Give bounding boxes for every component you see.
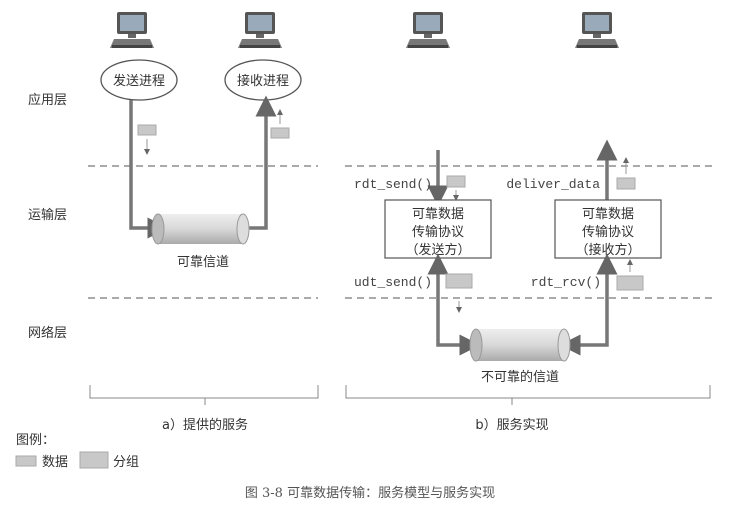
sender-process-label: 发送进程 [113,73,165,89]
udt-send-path [427,253,481,356]
panel-a-bracket [89,385,319,405]
packet-icon [616,275,644,291]
udt-send-label: udt_send() [354,275,432,290]
data-icon [616,177,636,190]
data-icon [137,124,157,136]
data-icon [270,127,290,139]
receiver-box-line: 传输协议 [582,224,634,240]
layer-network-label: 网络层 [28,325,67,341]
sender-box-line: 传输协议 [412,224,464,240]
computer-icon [575,12,619,48]
legend-title: 图例： [16,433,55,448]
figure-caption: 图 3-8 可靠数据传输：服务模型与服务实现 [245,485,495,501]
reliable-channel-label: 可靠信道 [177,255,229,270]
rdt-rcv-path [559,253,618,356]
deliver-data-label: deliver_data [506,177,600,192]
unreliable-channel-label: 不可靠的信道 [481,369,559,385]
receiver-process-label: 接收进程 [237,73,289,89]
layer-transport-label: 运输层 [28,207,67,223]
layer-application-label: 应用层 [28,92,67,108]
rdt-rcv-label: rdt_rcv() [531,275,601,290]
panel-b-bracket [345,385,711,405]
receive-path-arrow [243,95,277,230]
legend-packet-label: 分组 [113,455,139,470]
sender-box-line: （发送方） [405,242,470,258]
receiver-protocol-box [554,199,662,259]
panel-a-caption: a）提供的服务 [162,417,248,433]
sender-protocol-box [384,199,492,259]
send-path-arrow [129,100,169,239]
receiver-box-line: （接收方） [575,242,640,258]
receiver-box-line: 可靠数据 [582,207,634,222]
legend-data-label: 数据 [42,455,68,470]
panel-b-caption: b）服务实现 [475,417,548,433]
computer-icon [406,12,450,48]
reliable-channel-cylinder [151,213,250,245]
data-icon [446,175,466,188]
sender-process-ellipse [100,59,178,101]
legend-packet-icon [79,451,109,469]
unreliable-channel-cylinder [469,328,571,362]
legend-data-icon [15,455,37,467]
computer-icon [238,12,282,48]
rdt-send-label: rdt_send() [354,177,432,192]
computer-icon [110,12,154,48]
sender-box-line: 可靠数据 [412,207,464,222]
packet-icon [445,273,473,289]
